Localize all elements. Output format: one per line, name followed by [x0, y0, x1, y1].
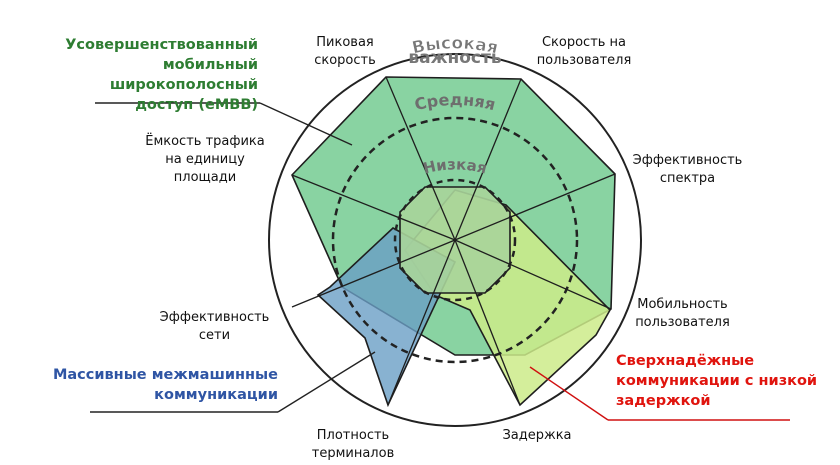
spoke-latency — [454, 239, 521, 406]
level-high-line2: важность — [408, 48, 501, 68]
spoke-network-eff — [291, 239, 456, 308]
axis-label-peak-rate: Пиковая скорость — [314, 35, 376, 68]
axis-label-density: Плотность терминалов — [311, 428, 395, 461]
spoke-peak-rate — [385, 76, 456, 241]
dashed-ring-medium — [331, 116, 579, 364]
dashed-ring-low — [393, 178, 517, 302]
axis-label-mobility: Мобильность пользователя — [635, 297, 730, 330]
axis-label-network-eff: Эффективность сети — [159, 310, 270, 343]
spoke-user-rate — [454, 78, 522, 241]
axis-spokes — [291, 76, 616, 406]
axis-label-latency: Задержка — [502, 428, 572, 443]
spoke-density — [387, 239, 456, 406]
axis-label-traffic: Ёмкость трафика на единицу площади — [145, 134, 265, 185]
outer-circle — [268, 53, 642, 427]
scenario-label-embb: Усовершенствованный мобильный широкополо… — [65, 37, 258, 113]
scenario-label-mmtc: Массивные межмашинные коммуникации — [52, 367, 278, 403]
scenario-label-urllc: Сверхнадёжные коммуникации с низкой заде… — [616, 353, 818, 409]
spoke-mobility — [454, 239, 612, 310]
embb-pointer — [259, 102, 353, 146]
axis-label-spectrum: Эффективность спектра — [632, 153, 743, 186]
urllc-pointer — [529, 366, 609, 421]
spoke-traffic — [291, 174, 456, 241]
mmtc-pointer — [277, 351, 376, 413]
spoke-spectrum — [454, 173, 616, 241]
level-low: Низкая — [421, 155, 488, 177]
axis-label-user-rate: Скорость на пользователя — [536, 35, 632, 68]
